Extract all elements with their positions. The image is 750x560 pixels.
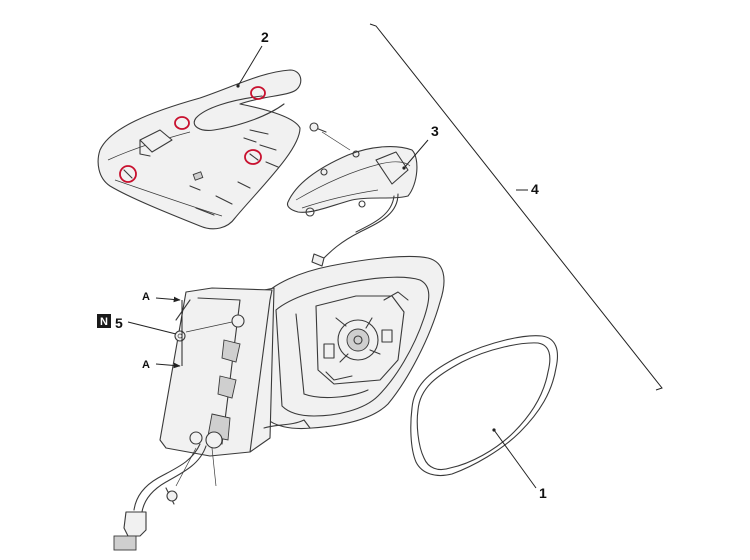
leader-5 xyxy=(127,321,177,335)
n-badge xyxy=(97,314,111,328)
callout-5: 5 xyxy=(115,315,123,331)
callout-2: 2 xyxy=(261,29,269,45)
reference-a-upper: A xyxy=(142,291,150,303)
reference-a-upper-arrow xyxy=(155,296,181,303)
clip-highlight-3 xyxy=(244,149,262,165)
mirror-housing-body xyxy=(231,255,445,453)
reference-a-lower-arrow xyxy=(155,362,181,369)
reference-a-lower: A xyxy=(142,359,150,371)
callout-3: 3 xyxy=(431,123,439,139)
mirror-base xyxy=(113,287,273,551)
n-badge-label: N xyxy=(100,316,108,328)
clip-highlight-1 xyxy=(250,86,266,100)
callout-1: 1 xyxy=(539,485,547,501)
clip-highlight-2 xyxy=(174,116,190,130)
assembly-bracket xyxy=(369,23,663,391)
mirror-cover-part xyxy=(97,69,302,230)
mirror-glass-part xyxy=(410,335,559,477)
turn-lamp-part xyxy=(286,122,418,267)
leader-1 xyxy=(493,429,537,489)
clip-highlight-4 xyxy=(119,165,137,183)
leader-3 xyxy=(403,139,429,169)
callout-4: 4 xyxy=(531,181,539,197)
leader-2 xyxy=(237,45,263,87)
